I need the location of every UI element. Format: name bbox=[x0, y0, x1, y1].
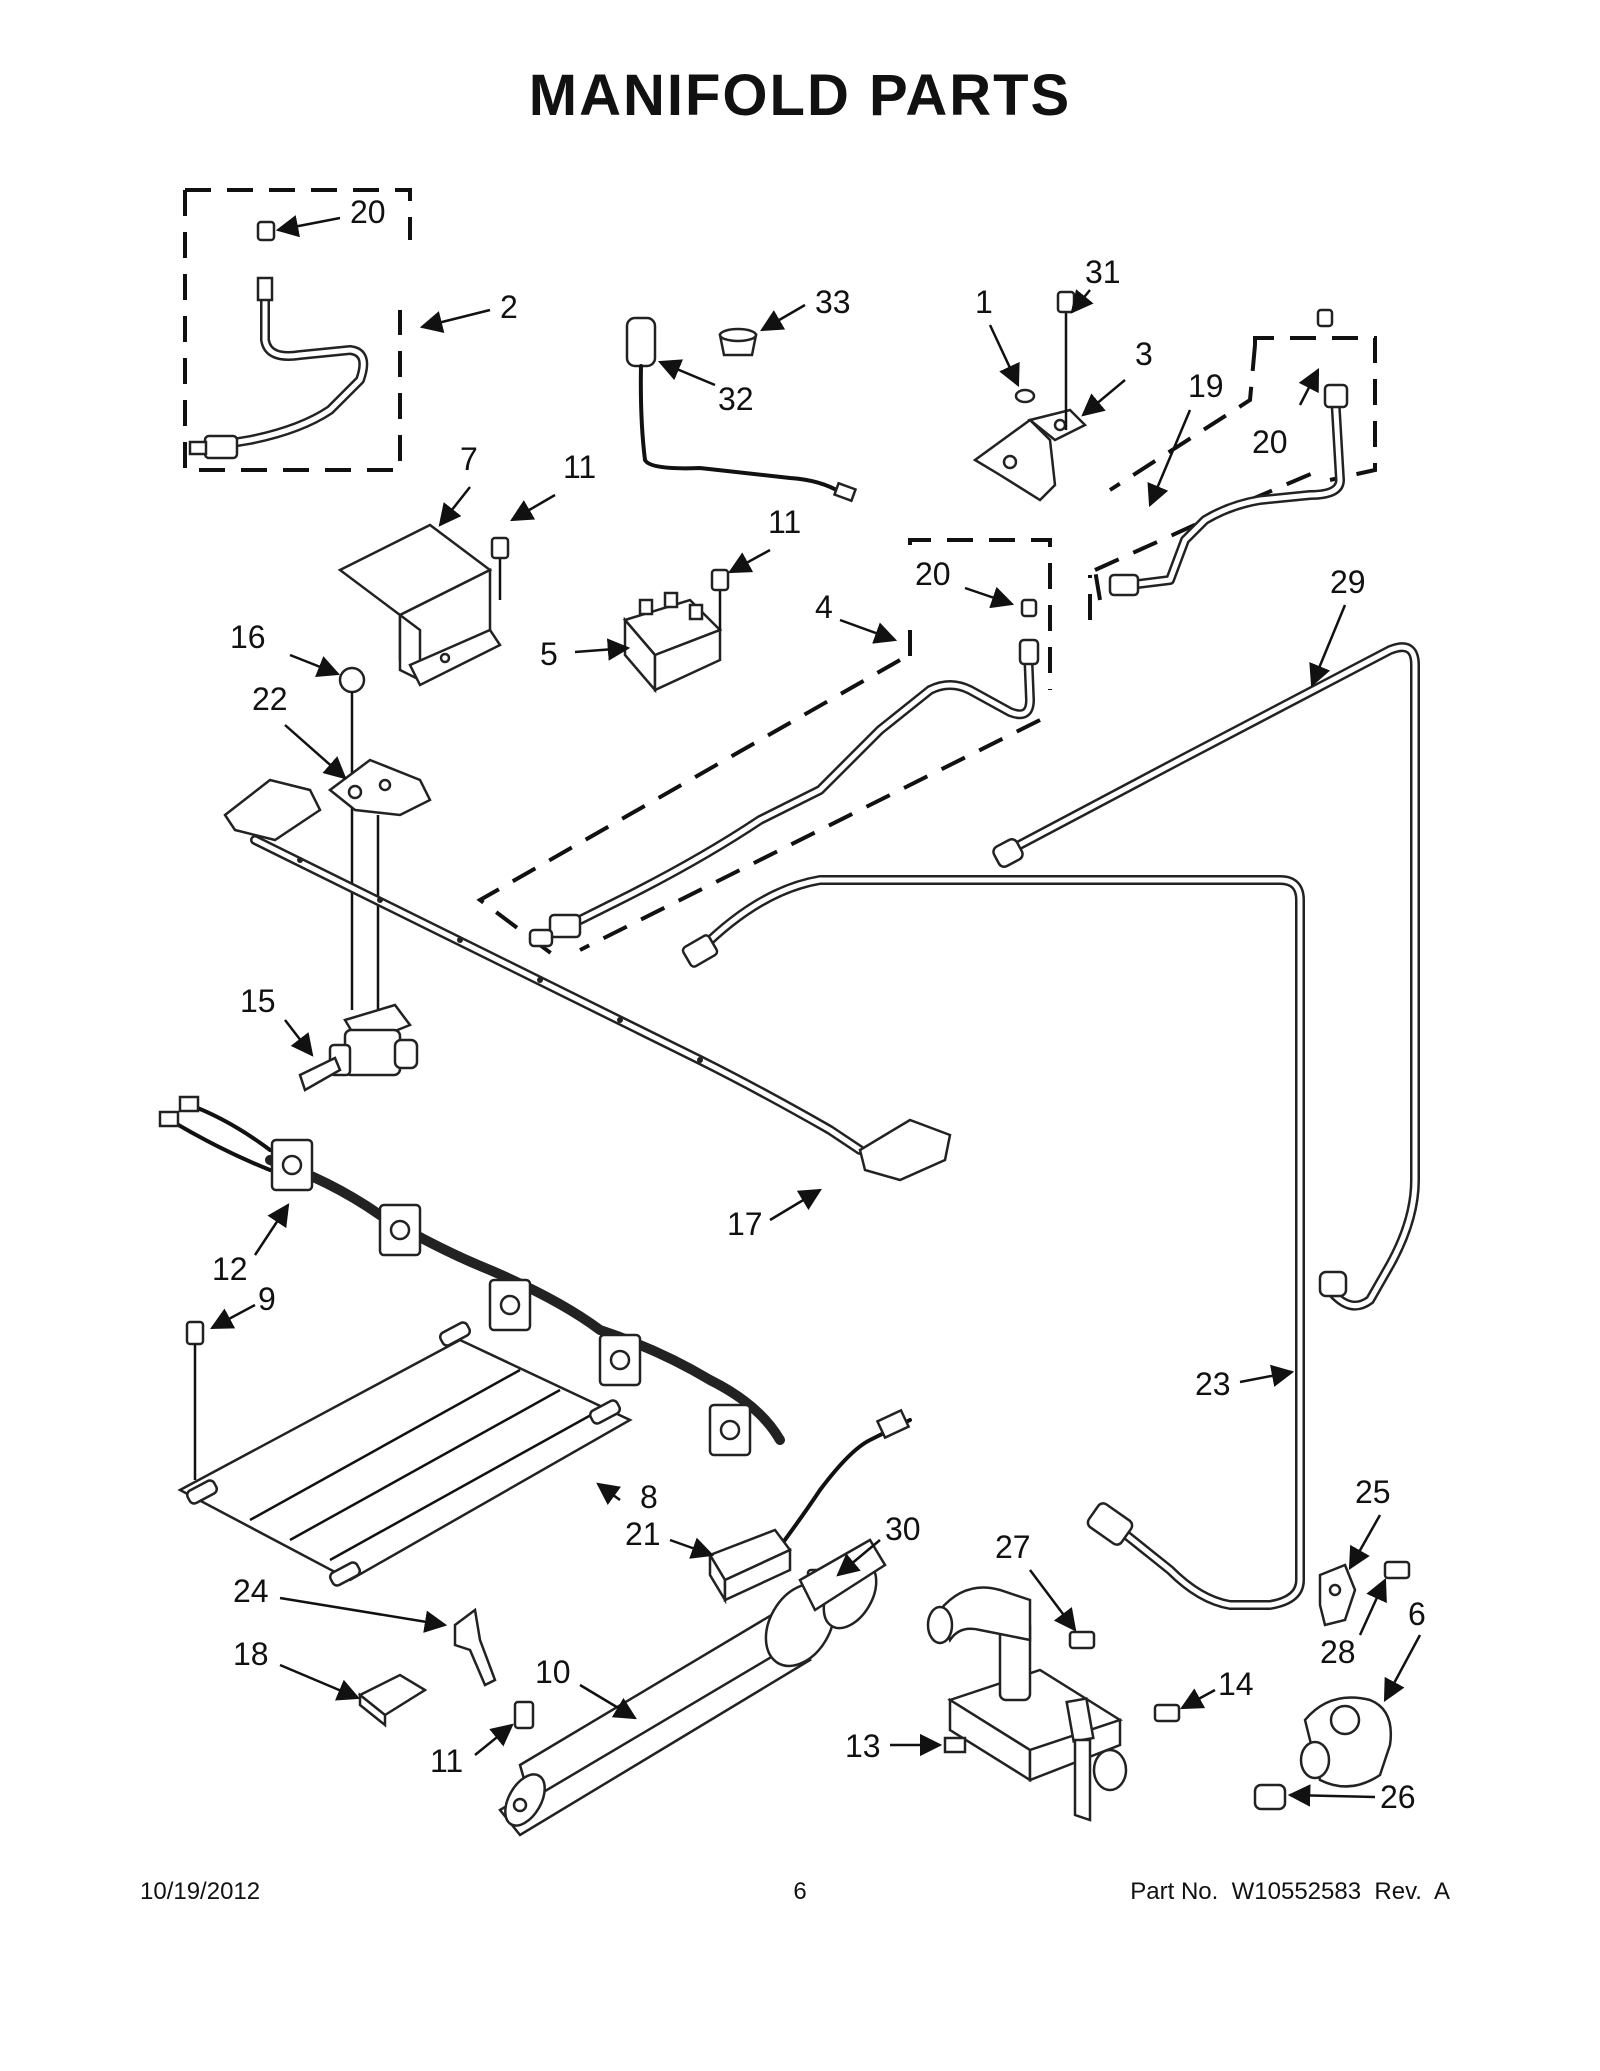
callout-26: 26 bbox=[1380, 1779, 1416, 1815]
part-6-regulator bbox=[1299, 1696, 1393, 1788]
callout-10: 10 bbox=[535, 1654, 571, 1690]
part-11-screw-lower bbox=[513, 1700, 535, 1730]
callout-22: 22 bbox=[252, 681, 288, 717]
part-3-bracket bbox=[972, 290, 1088, 502]
footer-page-number: 6 bbox=[793, 1878, 807, 1905]
callout-15: 15 bbox=[240, 983, 276, 1019]
leader-arrows bbox=[210, 215, 1422, 1807]
callout-8: 8 bbox=[640, 1479, 658, 1515]
footer-date: 10/19/2012 bbox=[140, 1878, 261, 1905]
callout-labels: 20 2 33 32 1 31 3 19 20 7 11 11 20 4 5 1… bbox=[212, 194, 1426, 1815]
callout-28: 28 bbox=[1320, 1634, 1356, 1670]
callout-6: 6 bbox=[1408, 1596, 1426, 1632]
callout-32: 32 bbox=[718, 381, 754, 417]
part-24-clip bbox=[453, 1607, 497, 1687]
part-8-heat-shield bbox=[177, 1321, 633, 1587]
callout-30: 30 bbox=[885, 1511, 921, 1547]
callout-9: 9 bbox=[258, 1281, 276, 1317]
callout-11: 11 bbox=[563, 449, 596, 485]
part-17-manifold-bar bbox=[223, 778, 952, 1182]
callout-20: 20 bbox=[915, 556, 951, 592]
callout-17: 17 bbox=[727, 1206, 763, 1242]
part-2-tube-group bbox=[183, 188, 412, 472]
callout-33: 33 bbox=[815, 284, 851, 320]
callout-14: 14 bbox=[1218, 1666, 1254, 1702]
part-4-tube-group bbox=[476, 538, 1052, 962]
callout-19: 19 bbox=[1188, 368, 1224, 404]
part-15-valve bbox=[298, 1003, 419, 1092]
callout-11: 11 bbox=[430, 1743, 463, 1779]
part-29-tube bbox=[992, 642, 1420, 1311]
callout-21: 21 bbox=[625, 1516, 661, 1552]
callout-1: 1 bbox=[975, 284, 993, 320]
callout-12: 12 bbox=[212, 1251, 248, 1287]
callout-24: 24 bbox=[233, 1573, 269, 1609]
callout-7: 7 bbox=[460, 441, 478, 477]
part-21-ignitor bbox=[708, 1408, 912, 1605]
footer-part-number: Part No. W10552583 Rev. A bbox=[1130, 1878, 1450, 1905]
callout-5: 5 bbox=[540, 636, 558, 672]
part-19-tube-group bbox=[1088, 308, 1377, 620]
part-26-fitting bbox=[1253, 1783, 1287, 1811]
callout-11: 11 bbox=[768, 504, 801, 540]
callout-25: 25 bbox=[1355, 1474, 1391, 1510]
callout-16: 16 bbox=[230, 619, 266, 655]
part-14-screw bbox=[1153, 1703, 1181, 1723]
part-16-screw bbox=[338, 666, 366, 1010]
callout-29: 29 bbox=[1330, 564, 1366, 600]
part-13-orifice-holder bbox=[926, 1586, 1128, 1822]
part-33-grommet bbox=[718, 327, 758, 357]
callout-20: 20 bbox=[1252, 424, 1288, 460]
part-23-tube bbox=[681, 875, 1305, 1610]
part-5-terminal-block bbox=[622, 568, 730, 694]
callout-23: 23 bbox=[1195, 1366, 1231, 1402]
page-footer: 10/19/2012 6 Part No. W10552583 Rev. A bbox=[0, 1878, 1600, 1918]
callout-13: 13 bbox=[845, 1728, 881, 1764]
part-9-screw bbox=[185, 1320, 205, 1480]
callout-20: 20 bbox=[350, 194, 386, 230]
part-12-valve-harness bbox=[158, 1095, 785, 1457]
part-22-bracket bbox=[327, 758, 432, 1010]
callout-3: 3 bbox=[1135, 336, 1153, 372]
callout-4: 4 bbox=[815, 589, 833, 625]
page-title: MANIFOLD PARTS bbox=[528, 63, 1072, 128]
part-27-screw bbox=[1068, 1630, 1096, 1650]
part-10-burner-tube bbox=[498, 1538, 887, 1837]
callout-2: 2 bbox=[500, 289, 518, 325]
part-7-bracket-box bbox=[337, 523, 510, 687]
callout-27: 27 bbox=[995, 1529, 1031, 1565]
callout-18: 18 bbox=[233, 1636, 269, 1672]
part-18-clip bbox=[357, 1673, 428, 1728]
part-25-bracket bbox=[1318, 1563, 1357, 1627]
part-32-ignitor-wire bbox=[625, 316, 858, 503]
callout-31: 31 bbox=[1085, 254, 1121, 290]
part-28-screw bbox=[1383, 1560, 1411, 1580]
